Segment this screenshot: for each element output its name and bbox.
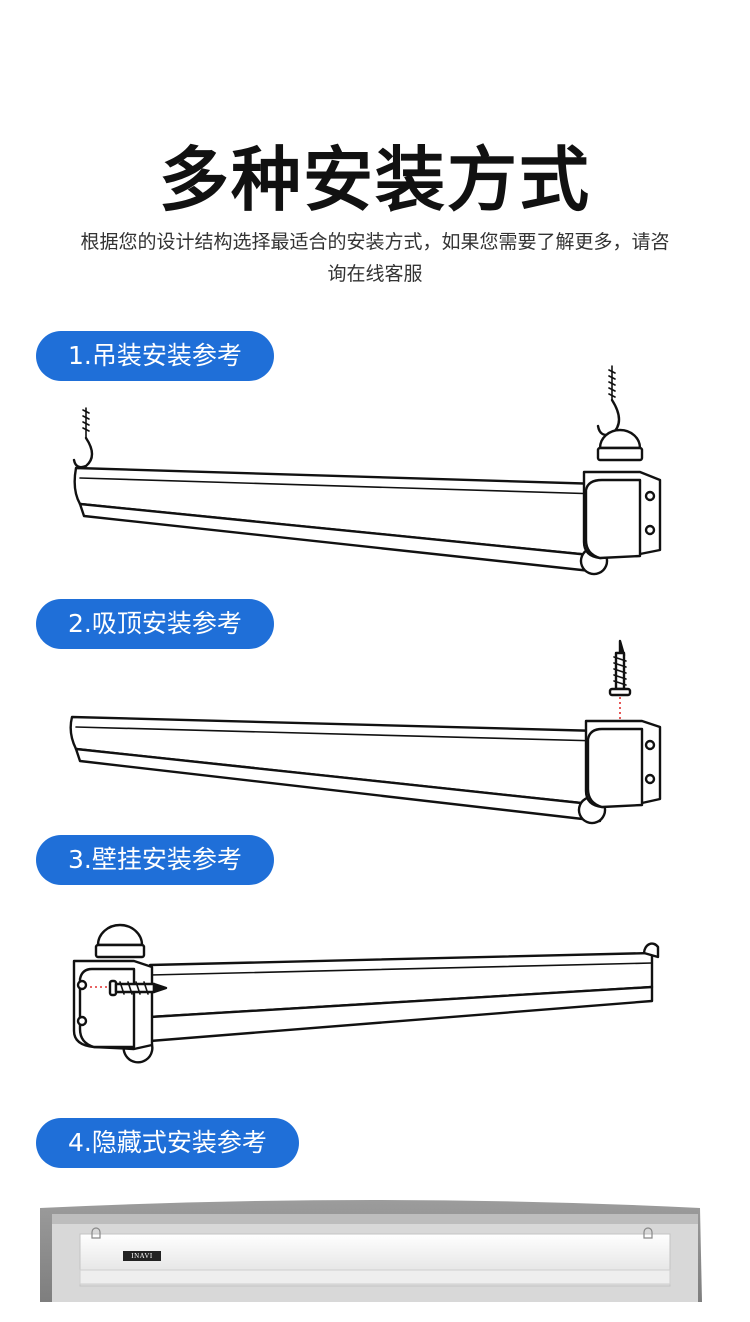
ceiling-mount-illustration [69,639,662,825]
method-label-ceiling: 2.吸顶安装参考 [36,599,274,649]
method-label-hanging: 1.吊装安装参考 [36,331,274,381]
page-title: 多种安装方式 [159,139,591,221]
page-subtitle: 根据您的设计结构选择最适合的安装方式，如果您需要了解更多，请咨询在线客服 [80,231,670,285]
screw-icon [108,979,168,997]
brand-mark: INAVI [131,1252,153,1260]
screw-icon [608,639,632,697]
hanging-mount-illustration [72,365,662,576]
hook-icon [72,407,94,469]
method-label-wall: 3.壁挂安装参考 [36,835,274,885]
recessed-mount-illustration [40,1200,702,1322]
wall-mount-illustration [72,923,660,1064]
method-label-recessed: 4.隐藏式安装参考 [36,1118,299,1168]
hook-icon [596,365,644,462]
